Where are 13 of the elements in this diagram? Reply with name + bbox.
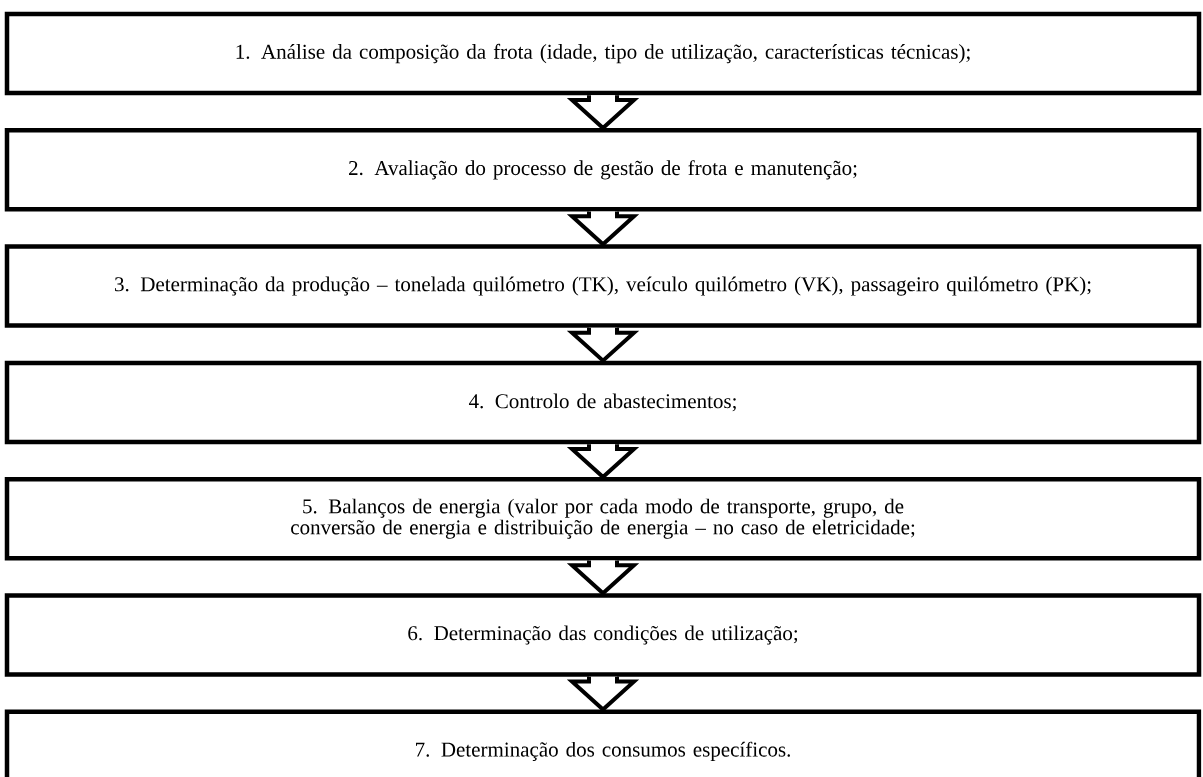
block-arrow	[566, 325, 640, 364]
process-box: 3. Determinação da produção – tonelada quilómetro (TK), veículo quilómetro (VK), passageiro quilómetro (PK);	[4, 244, 1202, 328]
block-arrow	[566, 93, 640, 131]
process-box: 1. Análise da composição da frota (idade, tipo de utilização, características técnicas);	[4, 11, 1202, 96]
block-arrow	[566, 442, 640, 480]
process-box: 4. Controlo de abastecimentos;	[4, 360, 1202, 445]
block-arrow	[566, 674, 640, 713]
process-box: 5. Balanços de energia (valor por cada modo de transporte, grupo, de conversão de energia e distribuição de energia – no caso de eletricidade;	[4, 476, 1202, 561]
block-arrow	[566, 209, 640, 248]
process-box: 6. Determinação das condições de utilização;	[4, 593, 1202, 677]
block-arrow	[566, 558, 640, 596]
process-box: 7. Determinação dos consumos específicos.	[4, 709, 1202, 777]
process-box: 2. Avaliação do processo de gestão de frota e manutenção;	[4, 128, 1202, 212]
